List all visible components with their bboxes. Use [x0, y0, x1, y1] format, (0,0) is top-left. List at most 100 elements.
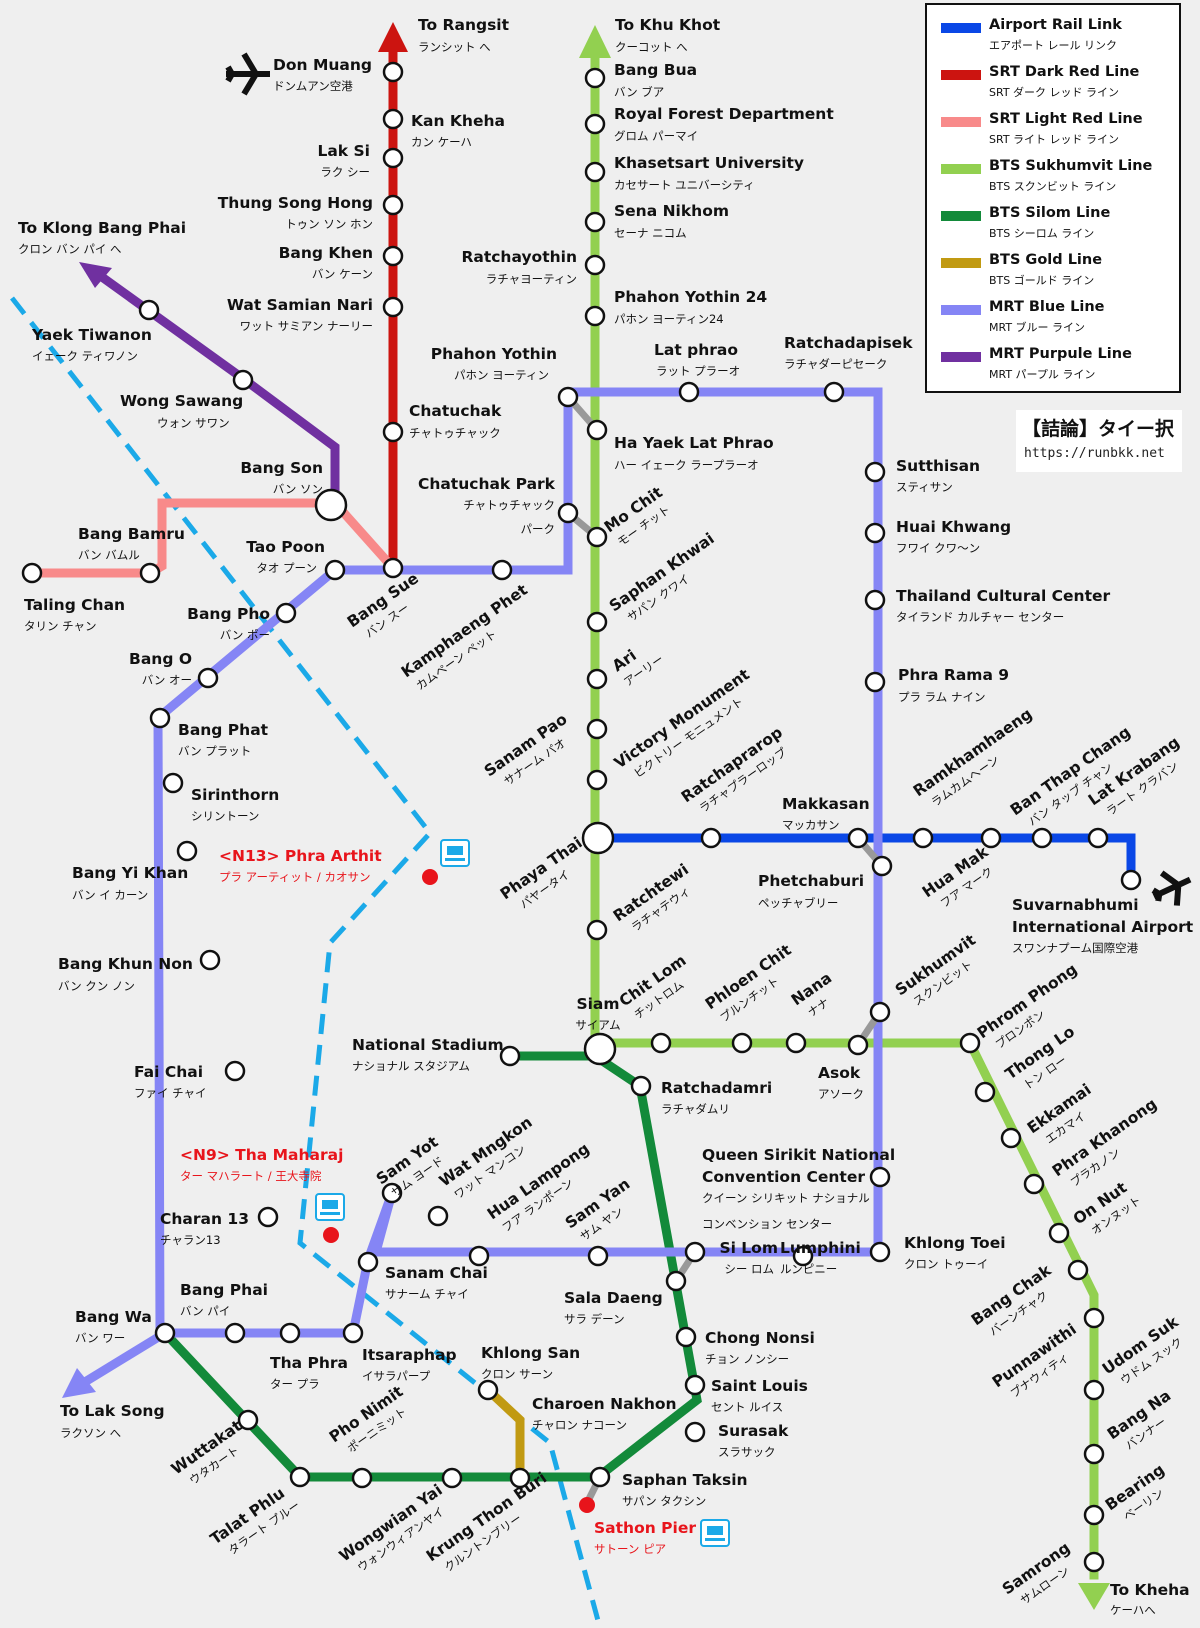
- station-dot[interactable]: [509, 1467, 531, 1489]
- station-dot[interactable]: [1083, 1504, 1105, 1526]
- station-dot[interactable]: [864, 589, 886, 611]
- station-dot[interactable]: [959, 1032, 981, 1054]
- station-dot[interactable]: [871, 855, 893, 877]
- station-dot[interactable]: [382, 61, 404, 83]
- station-dot[interactable]: [586, 611, 608, 633]
- station-dot[interactable]: [675, 1326, 697, 1348]
- station-dot[interactable]: [584, 161, 606, 183]
- station-dot[interactable]: [357, 1251, 379, 1273]
- station-dot[interactable]: [1083, 1443, 1105, 1465]
- station-dot[interactable]: [1048, 1222, 1070, 1244]
- station-dot[interactable]: [1087, 827, 1109, 849]
- station-dot[interactable]: [581, 821, 615, 855]
- station-dot[interactable]: [275, 602, 297, 624]
- station-dot[interactable]: [382, 147, 404, 169]
- station-dot[interactable]: [650, 1032, 672, 1054]
- station-dot[interactable]: [382, 296, 404, 318]
- station-dot[interactable]: [630, 1075, 652, 1097]
- station-dot[interactable]: [351, 1467, 373, 1489]
- station-dot[interactable]: [1023, 1173, 1045, 1195]
- station-dot[interactable]: [382, 194, 404, 216]
- station-dot[interactable]: [847, 1034, 869, 1056]
- station-dot[interactable]: [665, 1270, 687, 1292]
- station-dot[interactable]: [1083, 1307, 1105, 1329]
- station-dot[interactable]: [586, 526, 608, 548]
- station-dot[interactable]: [382, 245, 404, 267]
- station-dot[interactable]: [823, 381, 845, 403]
- station-dot[interactable]: [237, 1409, 259, 1431]
- station-dot[interactable]: [342, 1322, 364, 1344]
- station-dot[interactable]: [586, 769, 608, 791]
- station-dot[interactable]: [869, 1241, 891, 1263]
- station-dot[interactable]: [584, 305, 606, 327]
- station-dot[interactable]: [869, 1166, 891, 1188]
- station-dot[interactable]: [224, 1060, 246, 1082]
- station-dot[interactable]: [586, 919, 608, 941]
- station-dot[interactable]: [499, 1045, 521, 1067]
- station-label: Phetchaburi: [758, 872, 864, 890]
- station-sublabel: クイーン シリキット ナショナル: [702, 1191, 870, 1205]
- station-dot[interactable]: [1083, 1551, 1105, 1573]
- station-dot[interactable]: [138, 299, 160, 321]
- station-dot[interactable]: [197, 667, 219, 689]
- station-dot[interactable]: [584, 211, 606, 233]
- station-dot[interactable]: [586, 419, 608, 441]
- station-dot[interactable]: [477, 1379, 499, 1401]
- station-dot[interactable]: [869, 1001, 891, 1023]
- station-dot[interactable]: [847, 827, 869, 849]
- station-dot[interactable]: [176, 840, 198, 862]
- station-dot[interactable]: [199, 949, 221, 971]
- station-dot[interactable]: [154, 1322, 176, 1344]
- station-dot[interactable]: [279, 1322, 301, 1344]
- station-dot[interactable]: [792, 1245, 814, 1267]
- station-dot[interactable]: [731, 1032, 753, 1054]
- station-dot[interactable]: [864, 671, 886, 693]
- station-dot[interactable]: [382, 421, 404, 443]
- station-dot[interactable]: [149, 707, 171, 729]
- station-dot[interactable]: [1000, 1127, 1022, 1149]
- station-dot[interactable]: [584, 113, 606, 135]
- station-dot[interactable]: [314, 488, 348, 522]
- station-dot[interactable]: [557, 502, 579, 524]
- credit-url[interactable]: https://runbkk.net: [1024, 446, 1165, 461]
- station-dot[interactable]: [583, 1032, 617, 1066]
- station-dot[interactable]: [468, 1245, 490, 1267]
- station-dot[interactable]: [700, 827, 722, 849]
- station-dot[interactable]: [584, 254, 606, 276]
- station-dot[interactable]: [785, 1032, 807, 1054]
- station-dot[interactable]: [491, 559, 513, 581]
- station-dot[interactable]: [1031, 827, 1053, 849]
- station-dot[interactable]: [864, 461, 886, 483]
- station-dot[interactable]: [974, 1081, 996, 1103]
- station-dot[interactable]: [139, 562, 161, 584]
- station-dot[interactable]: [586, 718, 608, 740]
- station-dot[interactable]: [589, 1466, 611, 1488]
- station-dot[interactable]: [232, 369, 254, 391]
- station-dot[interactable]: [912, 827, 934, 849]
- station-dot[interactable]: [257, 1206, 279, 1228]
- station-dot[interactable]: [1083, 1379, 1105, 1401]
- station-dot[interactable]: [1067, 1259, 1089, 1281]
- station-dot[interactable]: [324, 559, 346, 581]
- station-dot[interactable]: [1120, 869, 1142, 891]
- station-dot[interactable]: [427, 1205, 449, 1227]
- station-dot[interactable]: [684, 1374, 706, 1396]
- station-dot[interactable]: [224, 1322, 246, 1344]
- station-dot[interactable]: [21, 562, 43, 584]
- station-dot[interactable]: [382, 108, 404, 130]
- station-dot[interactable]: [684, 1241, 706, 1263]
- station-dot[interactable]: [557, 386, 579, 408]
- station-dot[interactable]: [441, 1467, 463, 1489]
- station-dot[interactable]: [381, 1182, 403, 1204]
- station-dot[interactable]: [980, 827, 1002, 849]
- station-dot[interactable]: [587, 1245, 609, 1267]
- station-dot[interactable]: [162, 772, 184, 794]
- station-dot[interactable]: [586, 668, 608, 690]
- station-dot[interactable]: [289, 1466, 311, 1488]
- station-dot[interactable]: [864, 522, 886, 544]
- station-dot[interactable]: [684, 1421, 706, 1443]
- station-dot[interactable]: [584, 67, 606, 89]
- station-dot[interactable]: [678, 381, 700, 403]
- station-dot[interactable]: [382, 557, 404, 579]
- station-label: Khlong Toei: [904, 1234, 1006, 1252]
